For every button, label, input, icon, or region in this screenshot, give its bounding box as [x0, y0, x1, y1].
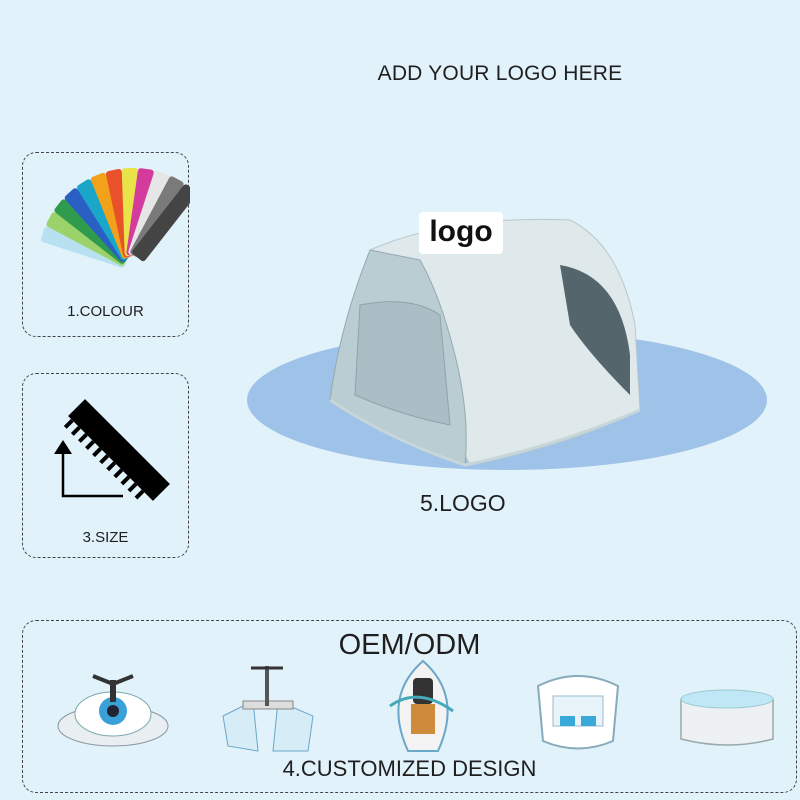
floating-lounge-image	[536, 675, 620, 750]
colour-swatch-fan-icon	[40, 167, 190, 268]
ruler-size-icon	[54, 399, 170, 501]
page-title: ADD YOUR LOGO HERE	[377, 62, 623, 85]
colour-option-card: 1.COLOUR	[22, 152, 190, 337]
colour-step-label: 1.COLOUR	[67, 303, 144, 320]
logo-placeholder-badge: logo	[419, 212, 503, 254]
oem-design-card: OEM/ODM 4.CUSTOMIZED DESIGN	[22, 620, 797, 793]
inflatable-tent-image	[247, 218, 767, 470]
water-bike-image	[222, 666, 314, 752]
inflatable-pool-image	[680, 689, 774, 746]
water-scooter-image	[57, 674, 169, 747]
oem-title: OEM/ODM	[338, 629, 481, 661]
logo-step-label: 5.LOGO	[420, 490, 506, 516]
design-step-label: 4.CUSTOMIZED DESIGN	[282, 756, 537, 781]
kayak-image	[389, 659, 454, 752]
size-option-card: 3.SIZE	[22, 373, 189, 558]
size-step-label: 3.SIZE	[82, 529, 129, 546]
